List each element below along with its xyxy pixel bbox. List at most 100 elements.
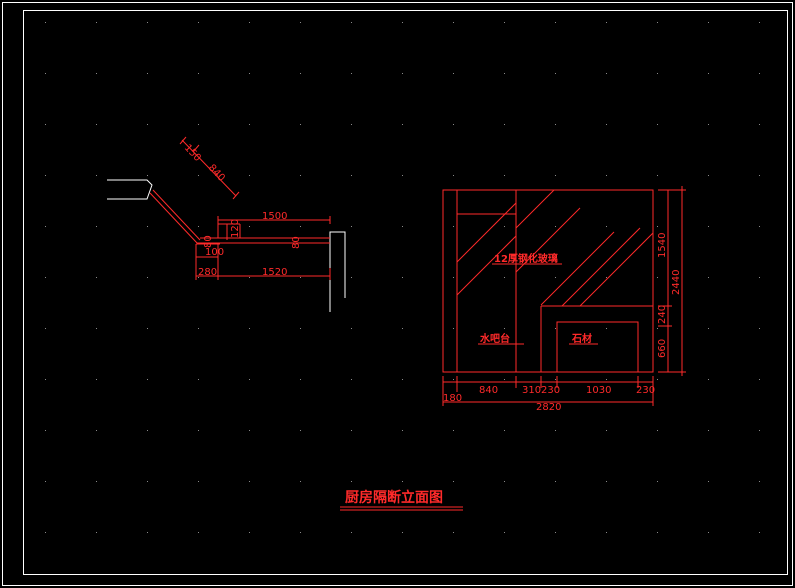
grid-dot [657,226,658,227]
grid-dot [453,328,454,329]
grid-dot [147,175,148,176]
grid-dot [708,328,709,329]
grid-dot [657,175,658,176]
grid-dot [453,532,454,533]
grid-dot [555,277,556,278]
grid-dot [402,73,403,74]
grid-dot [96,379,97,380]
grid-dot [759,226,760,227]
grid-dot [606,73,607,74]
grid-dot [657,277,658,278]
grid-dot [555,481,556,482]
grid-dot [504,481,505,482]
grid-dot [759,22,760,23]
grid-dot [504,73,505,74]
grid-dot [45,430,46,431]
grid-dot [708,379,709,380]
plan-view: 150 840 1500 120 80 80 100 280 1520 [107,136,346,312]
elevation-view: 12厚钢化玻璃 水吧台 石材 840 310 230 1030 230 180 … [442,186,686,413]
grid-dot [249,277,250,278]
grid-dot [96,532,97,533]
plan-wall-left [107,179,153,200]
grid-dot [657,73,658,74]
grid-dot [453,124,454,125]
grid-dot [249,481,250,482]
grid-dot [198,430,199,431]
grid-dot [453,277,454,278]
grid-dot [555,124,556,125]
grid-dot [249,73,250,74]
elev-dim-230-right: 230 [636,385,655,396]
grid-dot [198,22,199,23]
grid-dot [147,22,148,23]
elev-dim-840: 840 [479,385,498,396]
plan-dim-80-right: 80 [291,236,302,249]
grid-dot [759,124,760,125]
grid-dot [300,226,301,227]
grid-dot [453,430,454,431]
grid-dot [147,430,148,431]
elev-dim-660: 660 [657,339,668,358]
grid-dot [606,532,607,533]
grid-dot [453,175,454,176]
grid-dot [300,328,301,329]
grid-dot [555,430,556,431]
grid-dot [657,430,658,431]
elevation-right-dimension-lines [658,186,686,376]
grid-dot [249,124,250,125]
grid-dot [96,226,97,227]
elev-dim-240: 240 [657,305,668,324]
grid-dot [96,481,97,482]
plan-dimension-lines [179,136,331,280]
grid-dot [402,532,403,533]
grid-dot [759,481,760,482]
water-bar-label: 水吧台 [479,332,510,345]
plan-dim-80: 80 [203,235,214,248]
grid-dot [96,175,97,176]
grid-dot [351,430,352,431]
grid-dot [453,379,454,380]
grid-dot [198,73,199,74]
grid-dot [453,226,454,227]
grid-dot [249,532,250,533]
grid-dot [708,226,709,227]
grid-dot [657,532,658,533]
grid-dot [759,328,760,329]
elevation-bottom-dimension-lines [442,376,654,406]
grid-dot [45,379,46,380]
grid-dot [759,175,760,176]
grid-dot [555,22,556,23]
grid-dot [606,175,607,176]
grid-dot [351,226,352,227]
grid-dot [555,226,556,227]
grid-dot [657,328,658,329]
plan-dim-100: 100 [205,247,224,258]
grid-dot [402,481,403,482]
grid-dot [606,124,607,125]
plan-dim-1520: 1520 [262,267,287,278]
grid-dot [249,328,250,329]
grid-dot [300,481,301,482]
grid-dot [402,430,403,431]
grid-dot [351,22,352,23]
grid-dot [351,328,352,329]
grid-dot [708,73,709,74]
grid-dot [249,430,250,431]
grid-dot [504,124,505,125]
grid-dot [249,22,250,23]
plan-dim-120: 120 [230,219,241,238]
elevation-geometry [442,189,654,373]
plan-dim-1500: 1500 [262,211,287,222]
grid-dot [504,532,505,533]
grid-dot [249,175,250,176]
grid-dot [759,379,760,380]
grid-dot [708,532,709,533]
elev-dim-2820: 2820 [536,402,561,413]
grid-dot [402,22,403,23]
grid-dot [147,379,148,380]
grid-dot [402,226,403,227]
grid-dot [147,226,148,227]
grid-dot [45,124,46,125]
grid-dot [504,175,505,176]
